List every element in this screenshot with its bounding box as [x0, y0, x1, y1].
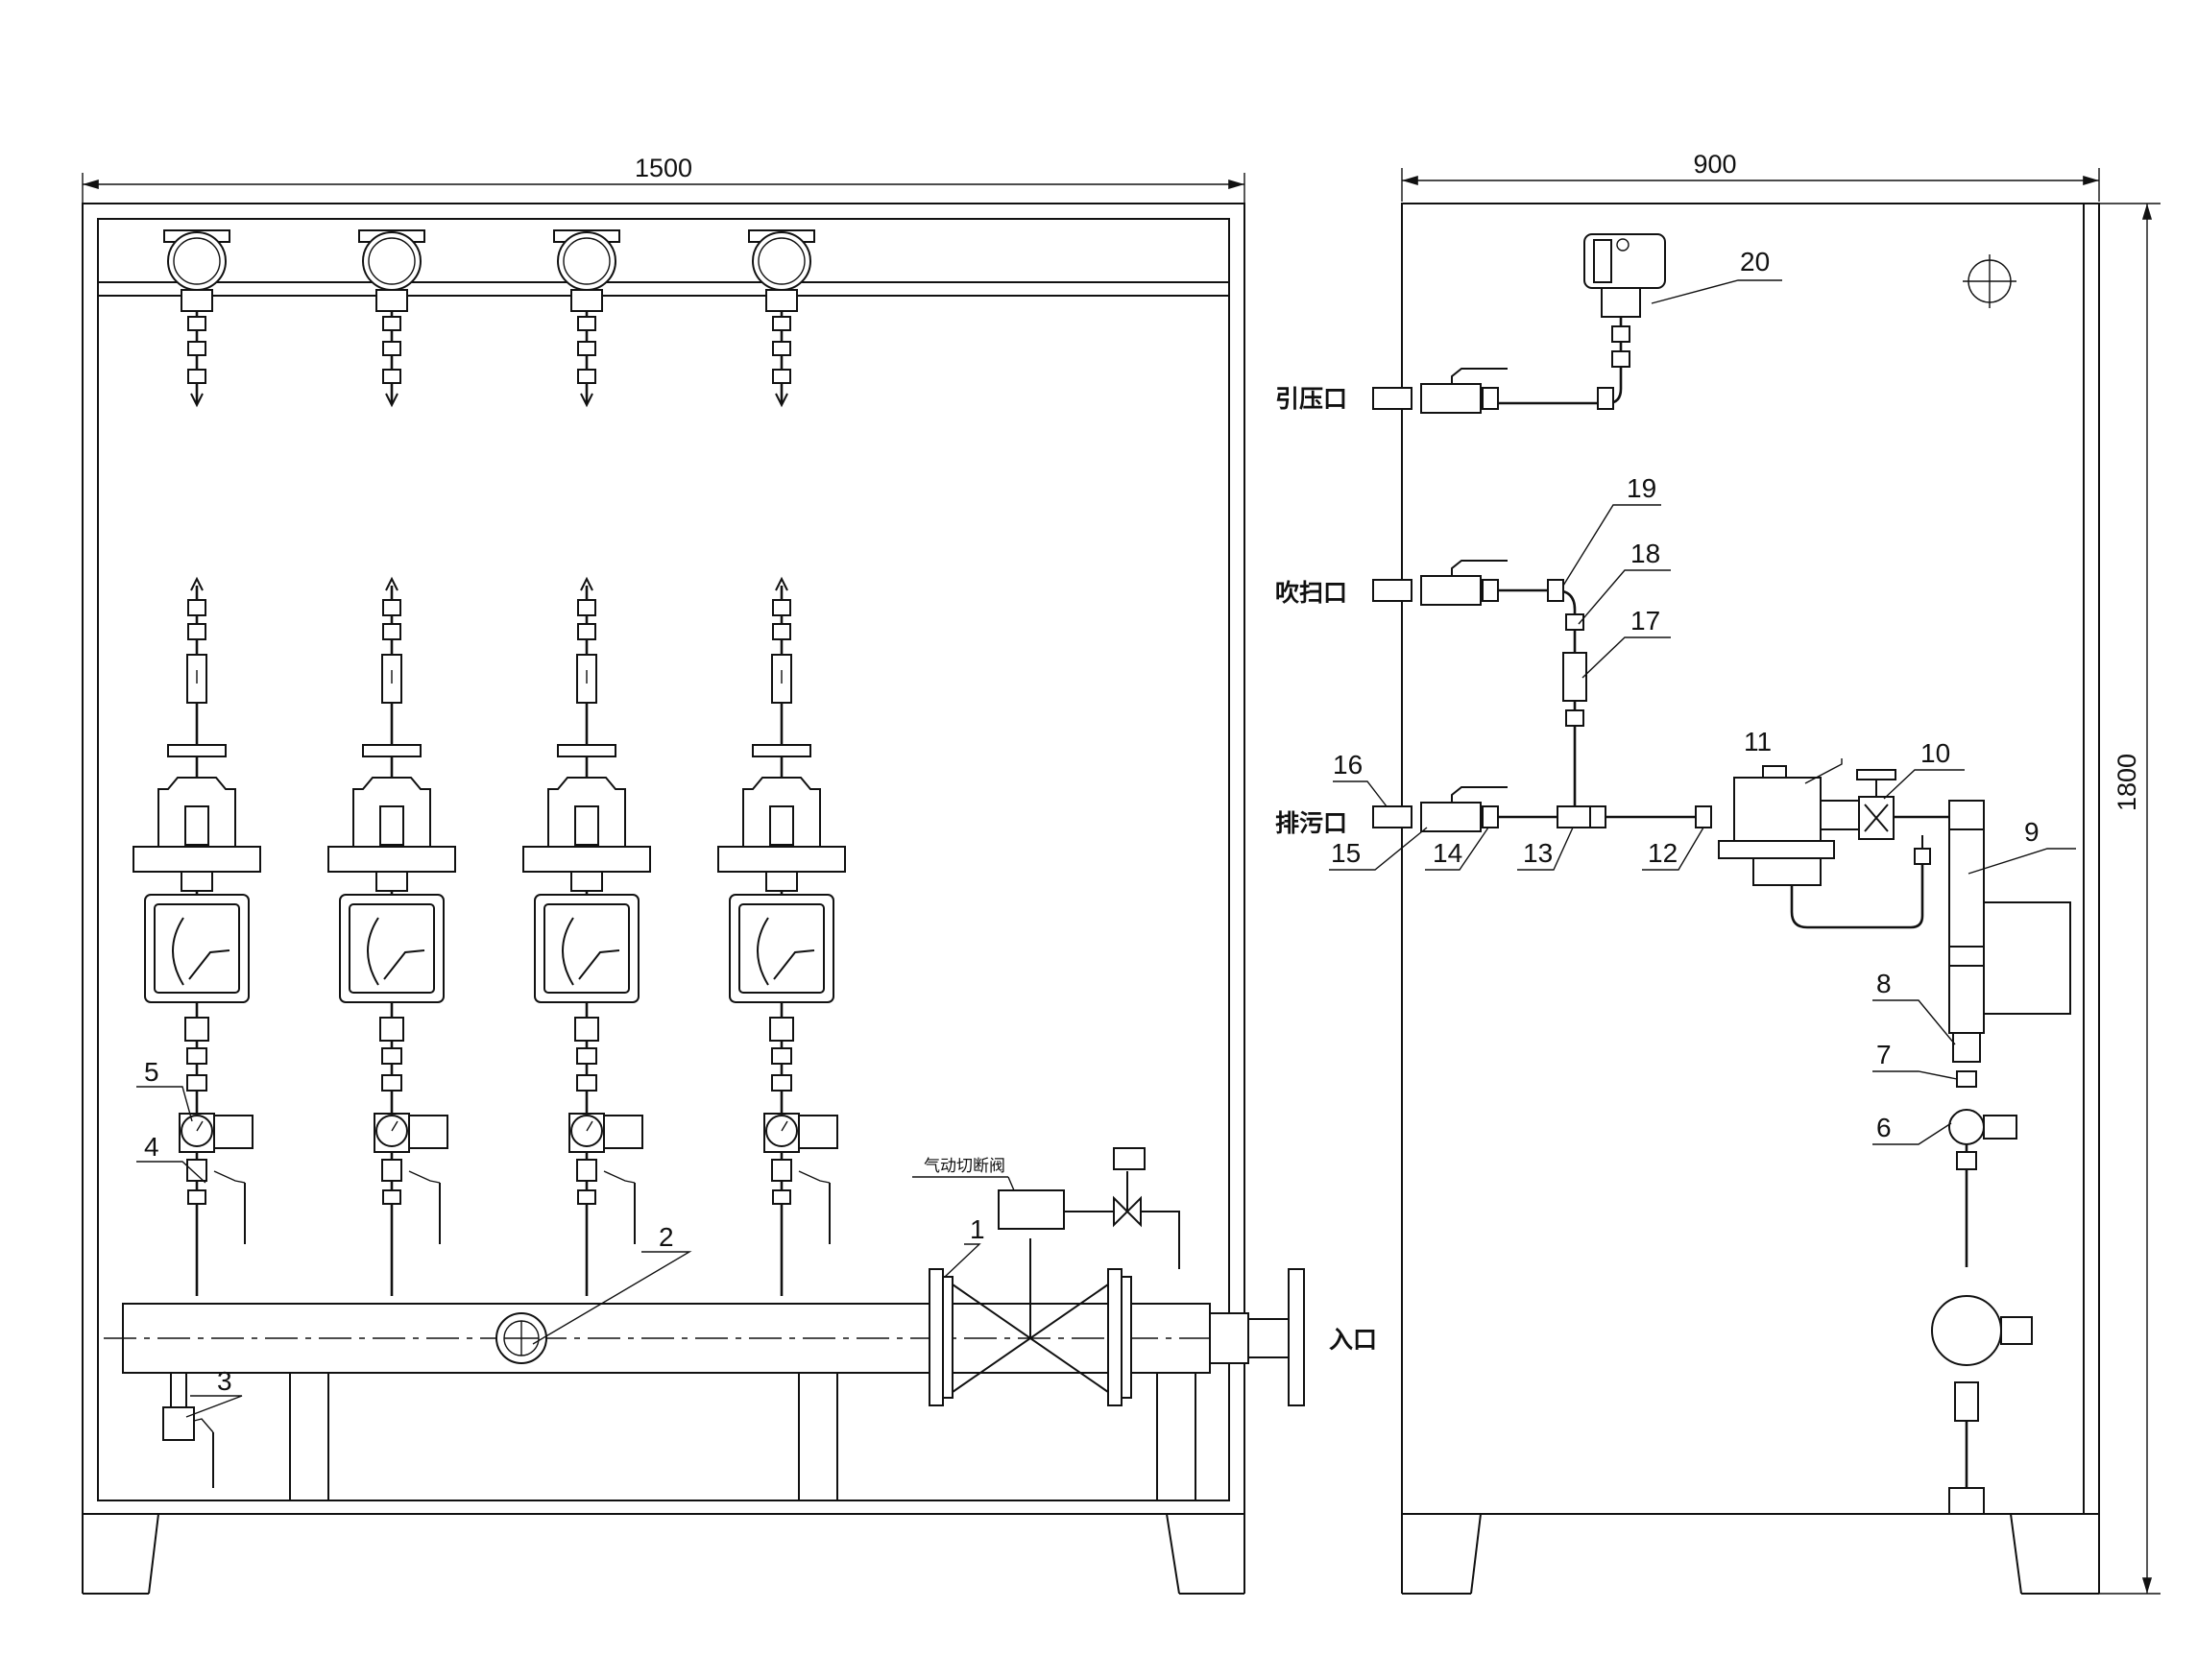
pressure-port-line [1372, 233, 1666, 414]
part-number-2: 2 [659, 1222, 674, 1252]
part-number-17: 17 [1630, 606, 1660, 636]
part-number-3: 3 [217, 1366, 232, 1396]
drain-line [1372, 765, 2071, 1515]
flowmeter-branches [133, 576, 846, 1296]
label-purge-port: 吹扫口 [1275, 579, 1347, 607]
part-number-14: 14 [1433, 838, 1462, 868]
part-number-4: 4 [144, 1132, 159, 1162]
label-inlet: 入口 [1329, 1326, 1377, 1354]
dimension-height-text: 1800 [2112, 754, 2141, 811]
front-transmitters [163, 229, 815, 408]
part-number-8: 8 [1876, 969, 1892, 998]
branch-4 [717, 576, 846, 1296]
part-number-19: 19 [1627, 473, 1656, 503]
branch-2 [327, 576, 456, 1296]
front-cabinet [82, 203, 1245, 1595]
label-pneumatic-valve: 气动切断阀 [924, 1157, 1005, 1176]
dimension-width-text: 1500 [635, 154, 692, 182]
branch-1 [133, 576, 261, 1296]
purge-line [1372, 560, 1587, 816]
label-drain-port: 排污口 [1275, 809, 1347, 837]
part-number-6: 6 [1876, 1113, 1892, 1142]
transmitter-4 [748, 229, 815, 408]
side-part-callouts: 20 19 18 17 11 10 16 15 14 13 12 9 8 7 6 [1329, 247, 2076, 1145]
part-number-20: 20 [1740, 247, 1770, 276]
dimension-height: 1800 [2099, 203, 2161, 1595]
front-part-callouts: 5 4 3 2 1 [136, 1057, 985, 1418]
part-number-5: 5 [144, 1057, 159, 1087]
dimension-width: 1500 [82, 154, 1245, 206]
branch-3 [522, 576, 651, 1296]
part-number-7: 7 [1876, 1040, 1892, 1069]
label-pressure-port: 引压口 [1275, 385, 1347, 413]
part-number-13: 13 [1523, 838, 1553, 868]
part-number-12: 12 [1648, 838, 1678, 868]
part-number-11: 11 [1744, 727, 1772, 756]
part-number-1: 1 [970, 1214, 985, 1244]
transmitter-2 [358, 229, 425, 408]
part-number-16: 16 [1333, 750, 1363, 780]
dimension-depth: 900 [1401, 150, 2100, 202]
part-number-18: 18 [1630, 539, 1660, 568]
transmitter-1 [163, 229, 230, 408]
main-header [104, 1147, 1305, 1501]
part-number-10: 10 [1920, 738, 1950, 768]
part-number-9: 9 [2024, 817, 2040, 847]
transmitter-3 [553, 229, 620, 408]
dimension-depth-text: 900 [1693, 150, 1736, 179]
part-number-15: 15 [1331, 838, 1361, 868]
side-cabinet [1401, 203, 2100, 1595]
